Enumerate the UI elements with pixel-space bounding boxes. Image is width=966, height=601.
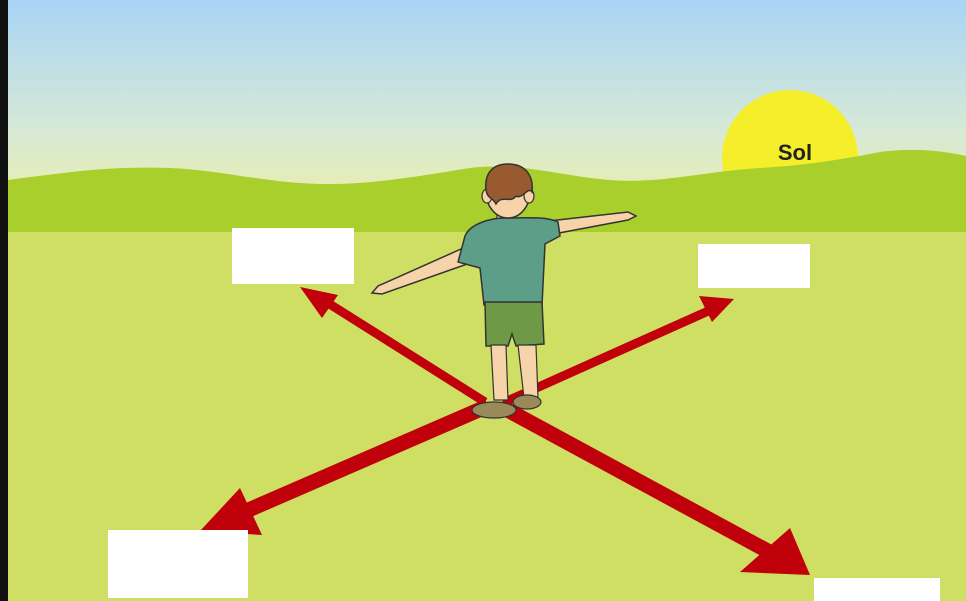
frame-edge	[0, 0, 8, 601]
answer-box-upper-right[interactable]	[698, 244, 810, 288]
answer-box-lower-left[interactable]	[108, 530, 248, 598]
sun-label: Sol	[760, 140, 830, 166]
boy-shorts	[485, 302, 544, 346]
answer-box-lower-right[interactable]	[814, 578, 940, 601]
answer-box-upper-left[interactable]	[232, 228, 354, 284]
